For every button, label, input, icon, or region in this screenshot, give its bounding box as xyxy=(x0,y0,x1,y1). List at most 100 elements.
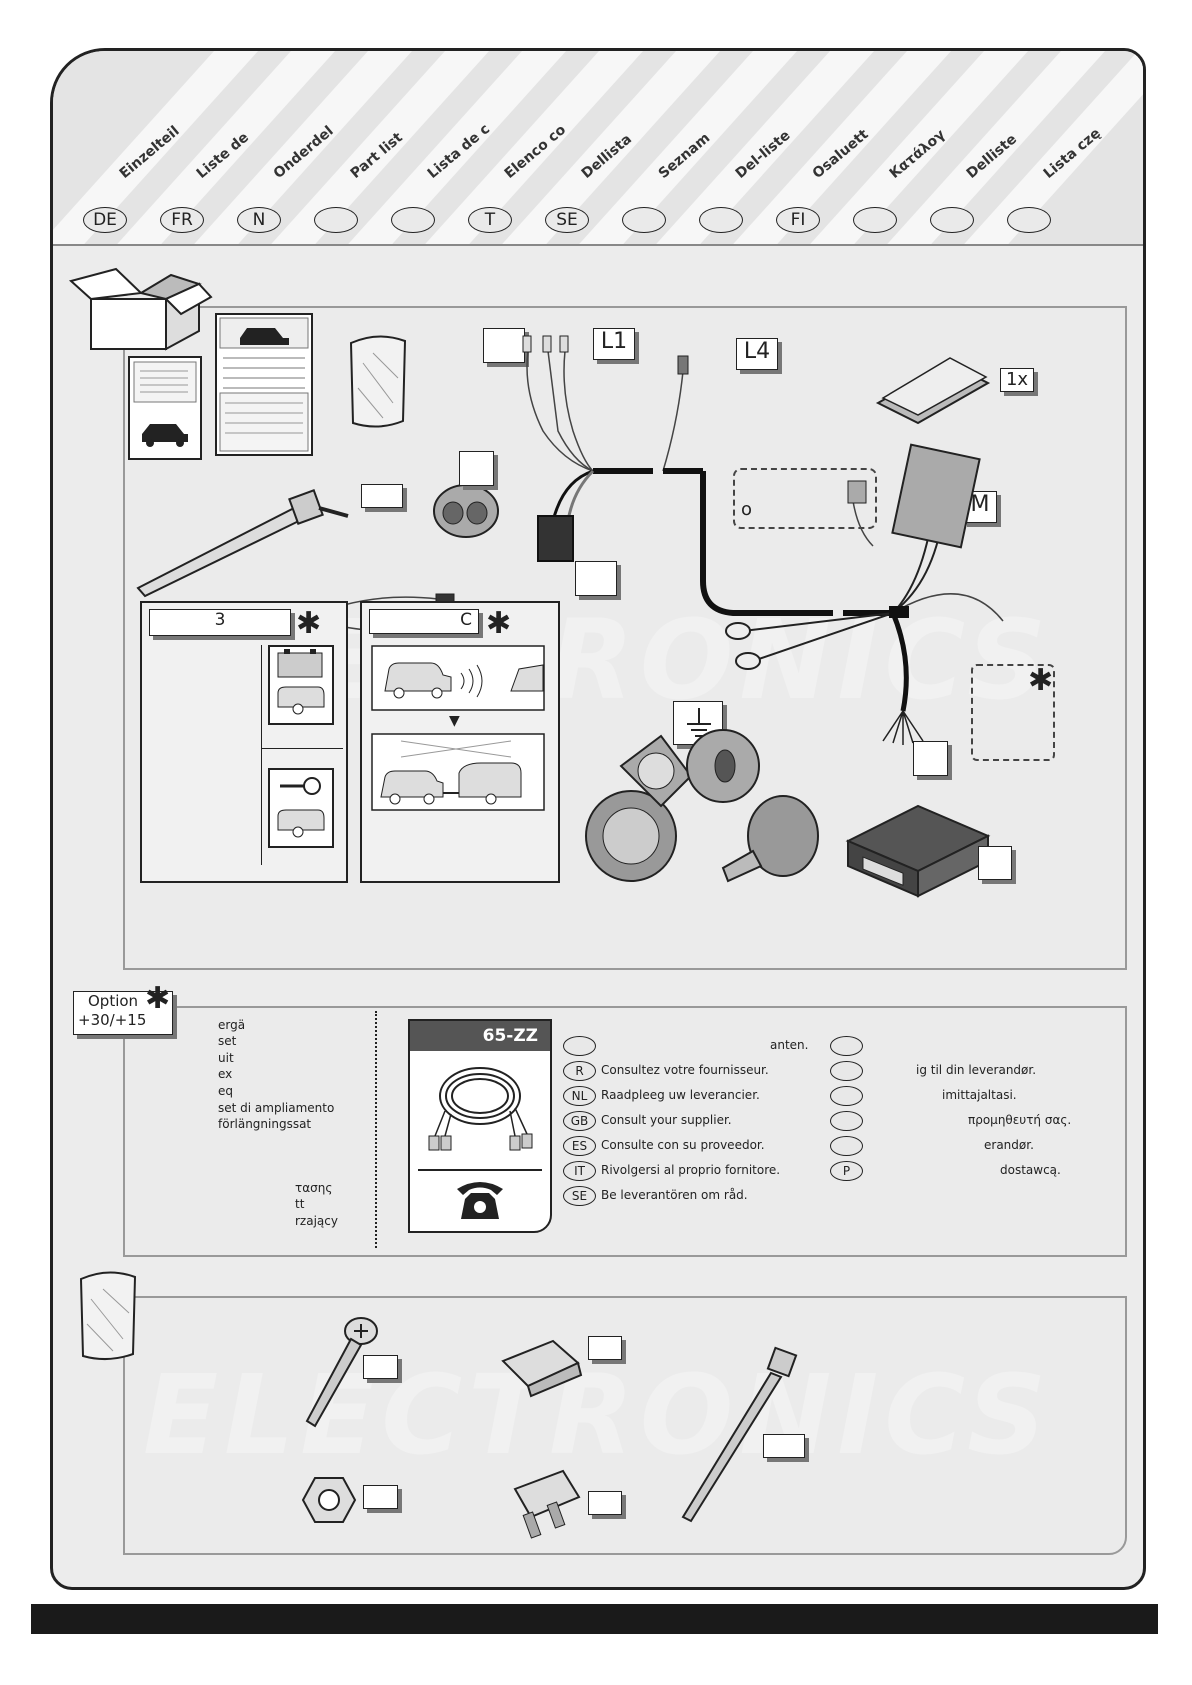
option-text-2: set xyxy=(218,1034,237,1048)
supplier-oval-right-0 xyxy=(830,1036,863,1056)
supplier-text-right-4: erandør. xyxy=(984,1138,1034,1152)
extension-kit-card: 65-ZZ xyxy=(408,1019,552,1233)
supplier-oval-right-1 xyxy=(830,1061,863,1081)
fitting-instructions-icon xyxy=(215,313,313,456)
instruction-sheet-frame: ELECTRONICS ELECTRONICS Einzelteil Liste… xyxy=(50,48,1146,1590)
wire-set-label xyxy=(483,328,525,363)
parking-sensor-title: C xyxy=(369,609,479,634)
option-text-1: ergä xyxy=(218,1018,246,1032)
option-title-line2: +30/+15 xyxy=(78,1011,147,1029)
supplier-text-right-5: dostawcą. xyxy=(1000,1163,1061,1177)
control-module-label xyxy=(978,846,1012,880)
wire-connector-icon xyxy=(501,1339,583,1398)
fuse-label xyxy=(588,1491,622,1515)
battery-option-title: 3 xyxy=(149,609,291,636)
supplier-text-left-0: anten. xyxy=(770,1038,809,1052)
control-module-icon xyxy=(845,804,991,898)
plastic-bag-icon xyxy=(349,335,407,428)
small-cable-tie-label xyxy=(763,1434,805,1458)
socket-boot-icon xyxy=(721,795,819,883)
supplier-text-left-4: Consulte con su proveedor. xyxy=(601,1138,765,1152)
lang-code-oval-no xyxy=(930,207,974,233)
asterisk-relay: ✱ xyxy=(1028,663,1054,698)
option-text-4: ex xyxy=(218,1067,233,1081)
language-header: Einzelteil Liste de Onderdel Part list L… xyxy=(53,51,1143,246)
manual-booklet-icon xyxy=(128,356,202,460)
socket-seal-icon xyxy=(686,729,760,803)
grommet-icon xyxy=(433,484,499,538)
supplier-oval-right-3 xyxy=(830,1111,863,1131)
wire-connector-label xyxy=(588,1336,622,1360)
extension-kit-code: 65-ZZ xyxy=(410,1021,550,1051)
supplier-oval-right-4 xyxy=(830,1136,863,1156)
kit-card-divider xyxy=(418,1169,542,1171)
optional-module-letter: o xyxy=(741,499,753,520)
option-text-7: förlängningssat xyxy=(218,1117,312,1131)
supplier-text-left-3: Consult your supplier. xyxy=(601,1113,732,1127)
nut-icon xyxy=(301,1477,357,1523)
supplier-oval-left-5: IT xyxy=(563,1161,596,1181)
asterisk-option: ✱ xyxy=(145,981,171,1016)
grommet-label xyxy=(459,451,494,486)
option-dotted-divider xyxy=(375,1011,377,1248)
open-box-icon xyxy=(68,267,213,351)
option-text-10: rzający xyxy=(295,1214,338,1228)
option-title-line1: Option xyxy=(88,992,139,1010)
lang-code-oval-de: DE xyxy=(83,207,127,233)
lang-code-oval-pl xyxy=(1007,207,1051,233)
lang-code-oval-es xyxy=(391,207,435,233)
option-text-8: τασης xyxy=(295,1181,333,1195)
fuse-icon xyxy=(513,1469,581,1539)
label-l1: L1 xyxy=(593,328,635,360)
wire-end-label xyxy=(913,741,948,776)
asterisk-parking: ✱ xyxy=(486,606,512,641)
option-text-6: set di ampliamento xyxy=(218,1101,335,1115)
lang-code-oval-n: N xyxy=(237,207,281,233)
small-parts-bag-icon xyxy=(79,1271,137,1360)
cable-tie-icon xyxy=(136,489,349,598)
watermark-electronics-bottom: ELECTRONICS xyxy=(143,1351,1053,1479)
lang-code-oval-gr xyxy=(853,207,897,233)
label-l4: L4 xyxy=(736,338,778,370)
supplier-oval-right-5: P xyxy=(830,1161,863,1181)
supplier-text-right-2: imittajaltasi. xyxy=(942,1088,1017,1102)
parking-sensor-disabled-icon xyxy=(371,733,545,811)
optional-relay-outline xyxy=(971,664,1055,761)
wiring-harness-diagram xyxy=(522,335,1004,745)
small-cable-tie-icon xyxy=(681,1346,798,1523)
battery-box-hline xyxy=(261,748,343,749)
label-1x: 1x xyxy=(1000,368,1034,392)
lang-code-oval-it: T xyxy=(468,207,512,233)
asterisk-battery: ✱ xyxy=(296,606,322,641)
screw-icon xyxy=(305,1317,378,1428)
supplier-oval-left-1: R xyxy=(563,1061,596,1081)
parking-sensor-active-icon xyxy=(371,645,545,711)
supplier-text-right-1: ig til din leverandør. xyxy=(916,1063,1037,1077)
supplier-oval-left-2: NL xyxy=(563,1086,596,1106)
lang-code-oval-fr: FR xyxy=(160,207,204,233)
small-parts-panel xyxy=(123,1296,1127,1555)
supplier-oval-left-4: ES xyxy=(563,1136,596,1156)
supplier-oval-left-0 xyxy=(563,1036,596,1056)
lang-code-oval-dk xyxy=(699,207,743,233)
connector-label xyxy=(575,561,617,596)
screw-label xyxy=(363,1355,398,1379)
cable-tie-label xyxy=(361,484,403,508)
supplier-text-left-2: Raadpleeg uw leverancier. xyxy=(601,1088,760,1102)
supplier-oval-left-3: GB xyxy=(563,1111,596,1131)
lang-code-oval-fi: FI xyxy=(776,207,820,233)
optional-module-outline xyxy=(733,468,877,529)
down-arrow-icon: ▼ xyxy=(449,713,460,729)
option-panel xyxy=(123,1006,1127,1257)
supplier-oval-right-2 xyxy=(830,1086,863,1106)
footer-bar xyxy=(31,1604,1158,1634)
extension-cable-coil-icon xyxy=(428,1067,533,1151)
key-caravan-icon xyxy=(268,768,334,848)
lang-code-oval-cz xyxy=(622,207,666,233)
telephone-icon xyxy=(457,1182,503,1219)
supplier-text-left-6: Be leverantören om råd. xyxy=(601,1188,748,1202)
manual-papers-icon xyxy=(875,357,991,425)
supplier-oval-left-6: SE xyxy=(563,1186,596,1206)
supplier-text-left-1: Consultez votre fournisseur. xyxy=(601,1063,769,1077)
supplier-text-right-3: προμηθευτή σας. xyxy=(968,1113,1072,1127)
